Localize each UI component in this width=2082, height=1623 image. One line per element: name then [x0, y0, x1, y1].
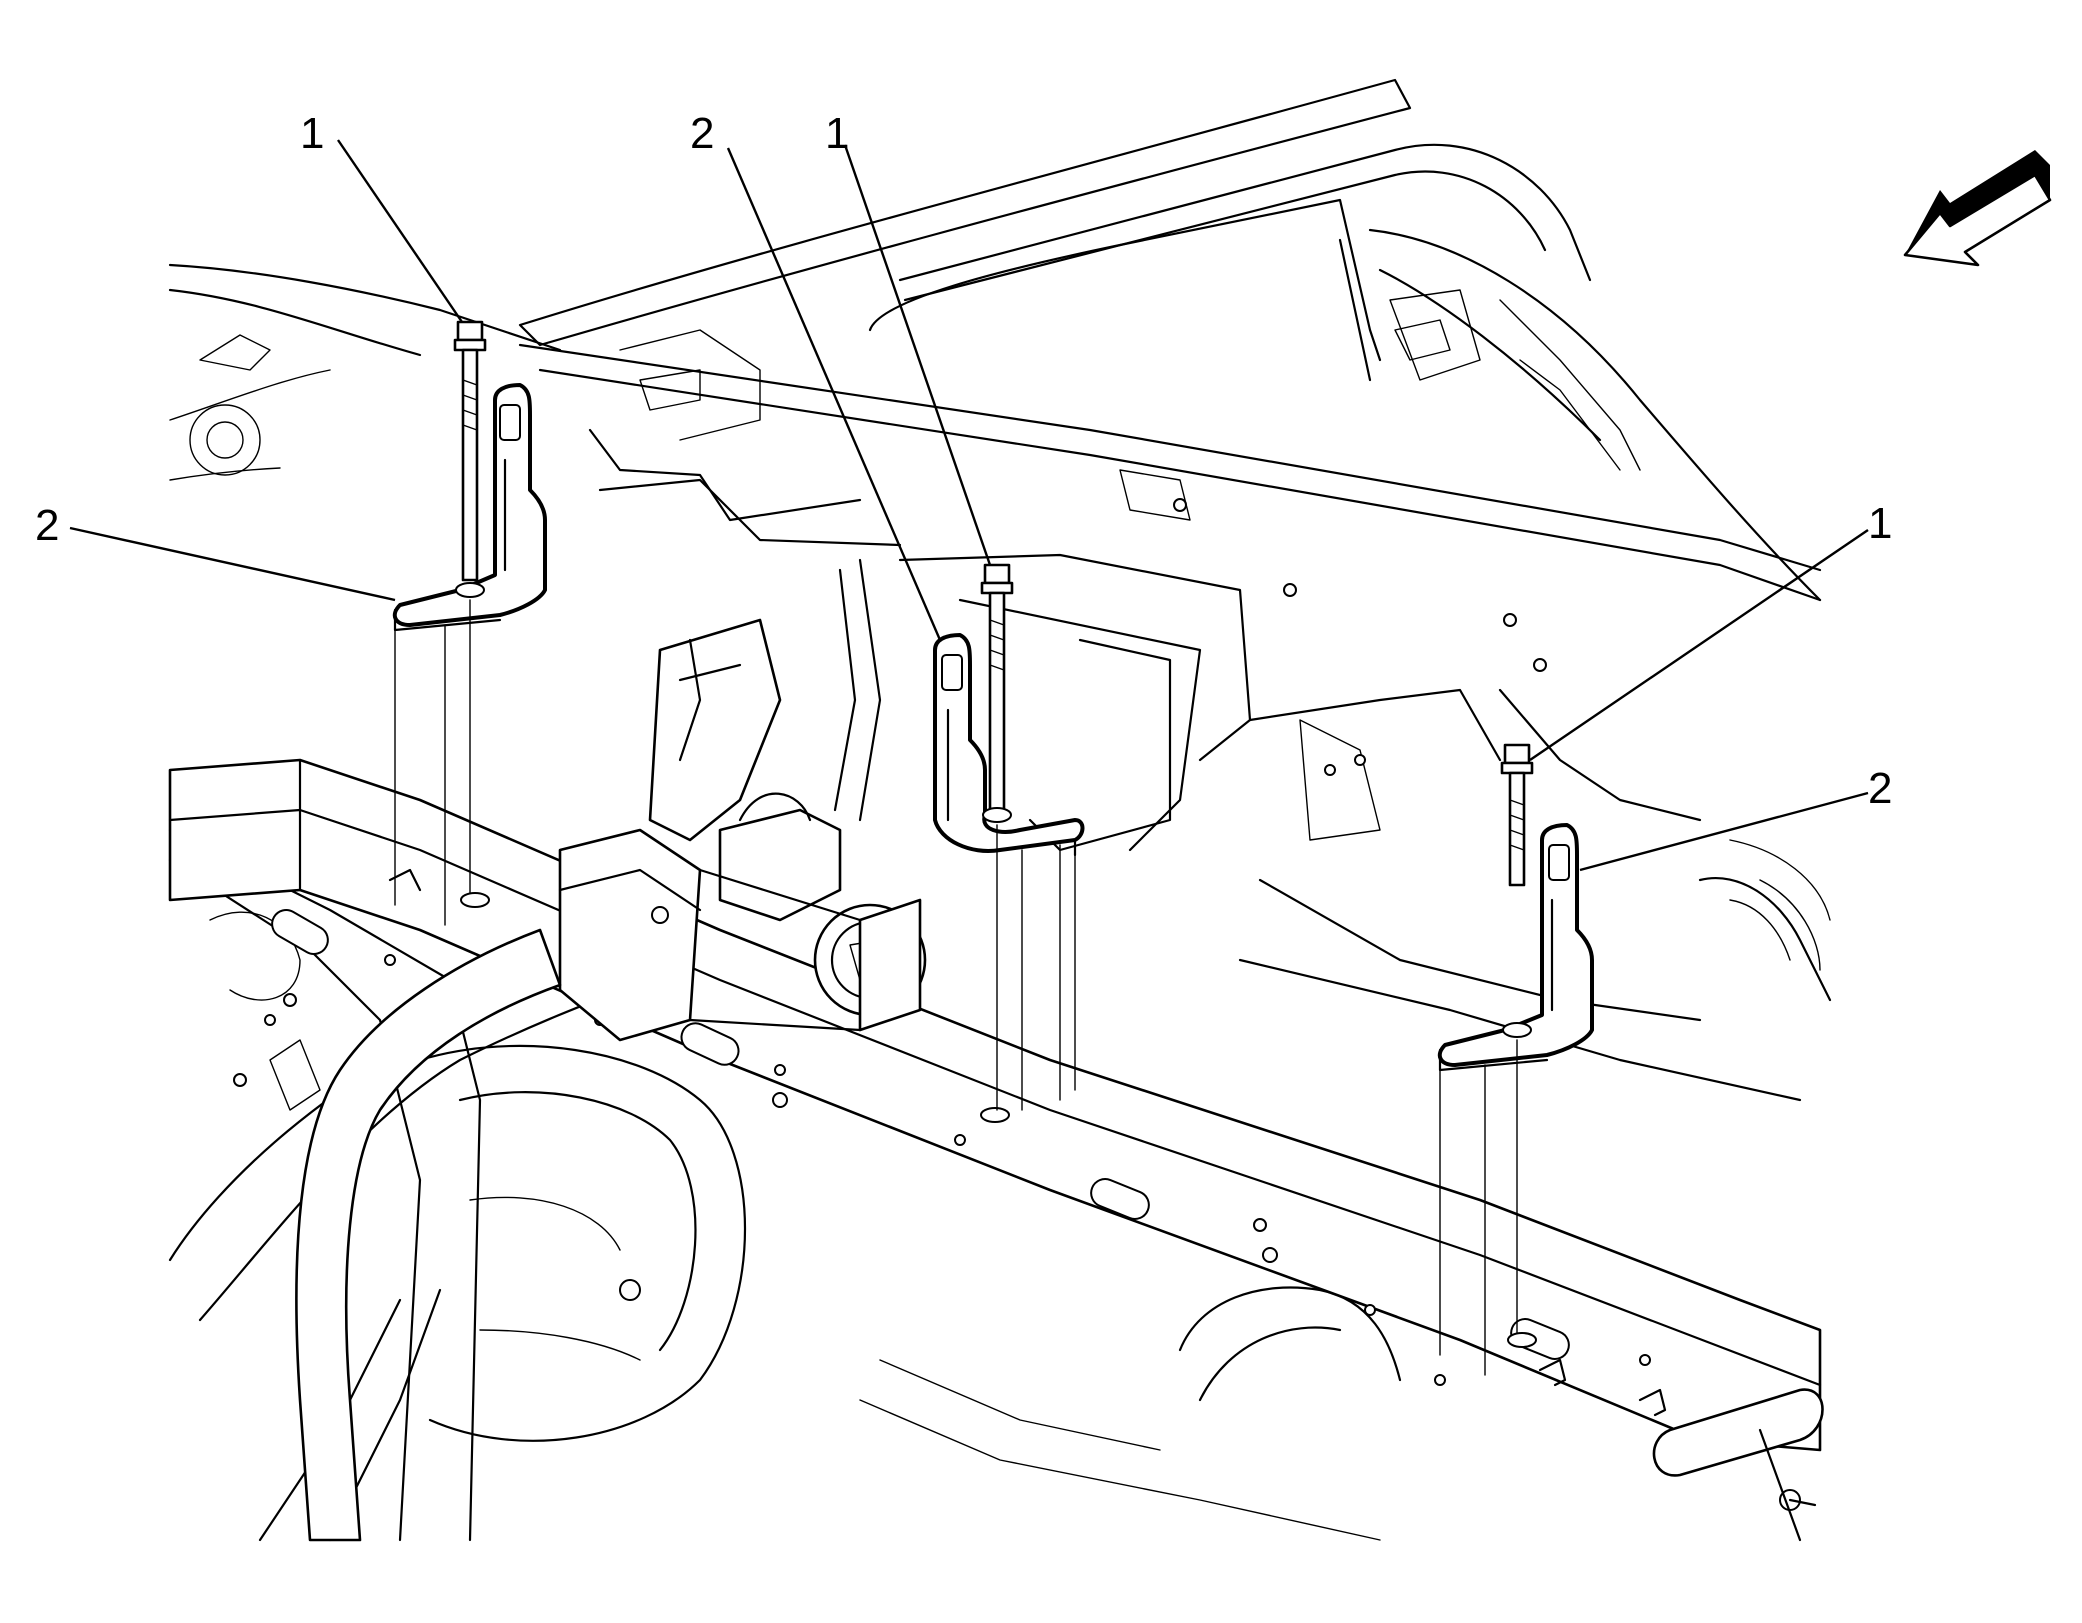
- center-retractor-assembly: [295, 558, 927, 1542]
- callout-label-2: 2: [35, 501, 59, 550]
- bracket-bolt-set-left: [392, 320, 547, 926]
- bracket-center: [933, 633, 1085, 857]
- bolt-right: [1500, 743, 1534, 887]
- callout-labels: 1 2 2 1 1 2: [35, 109, 1892, 813]
- callout-label-4: 1: [825, 109, 849, 158]
- callout-label-6: 2: [1868, 764, 1892, 813]
- front-direction-arrow-icon: [1903, 150, 2052, 267]
- bolt-left: [453, 320, 487, 582]
- bracket-bolt-set-right: [1437, 743, 1594, 1376]
- callout-label-5: 1: [1868, 499, 1892, 548]
- bracket-bolt-set-center: [933, 563, 1085, 1123]
- bracket-left: [392, 383, 547, 632]
- callout-leaders: [69, 139, 1869, 872]
- callout-label-1: 1: [300, 109, 324, 158]
- callout-label-3: 2: [690, 109, 714, 158]
- vehicle-body-structure: [168, 78, 1832, 1542]
